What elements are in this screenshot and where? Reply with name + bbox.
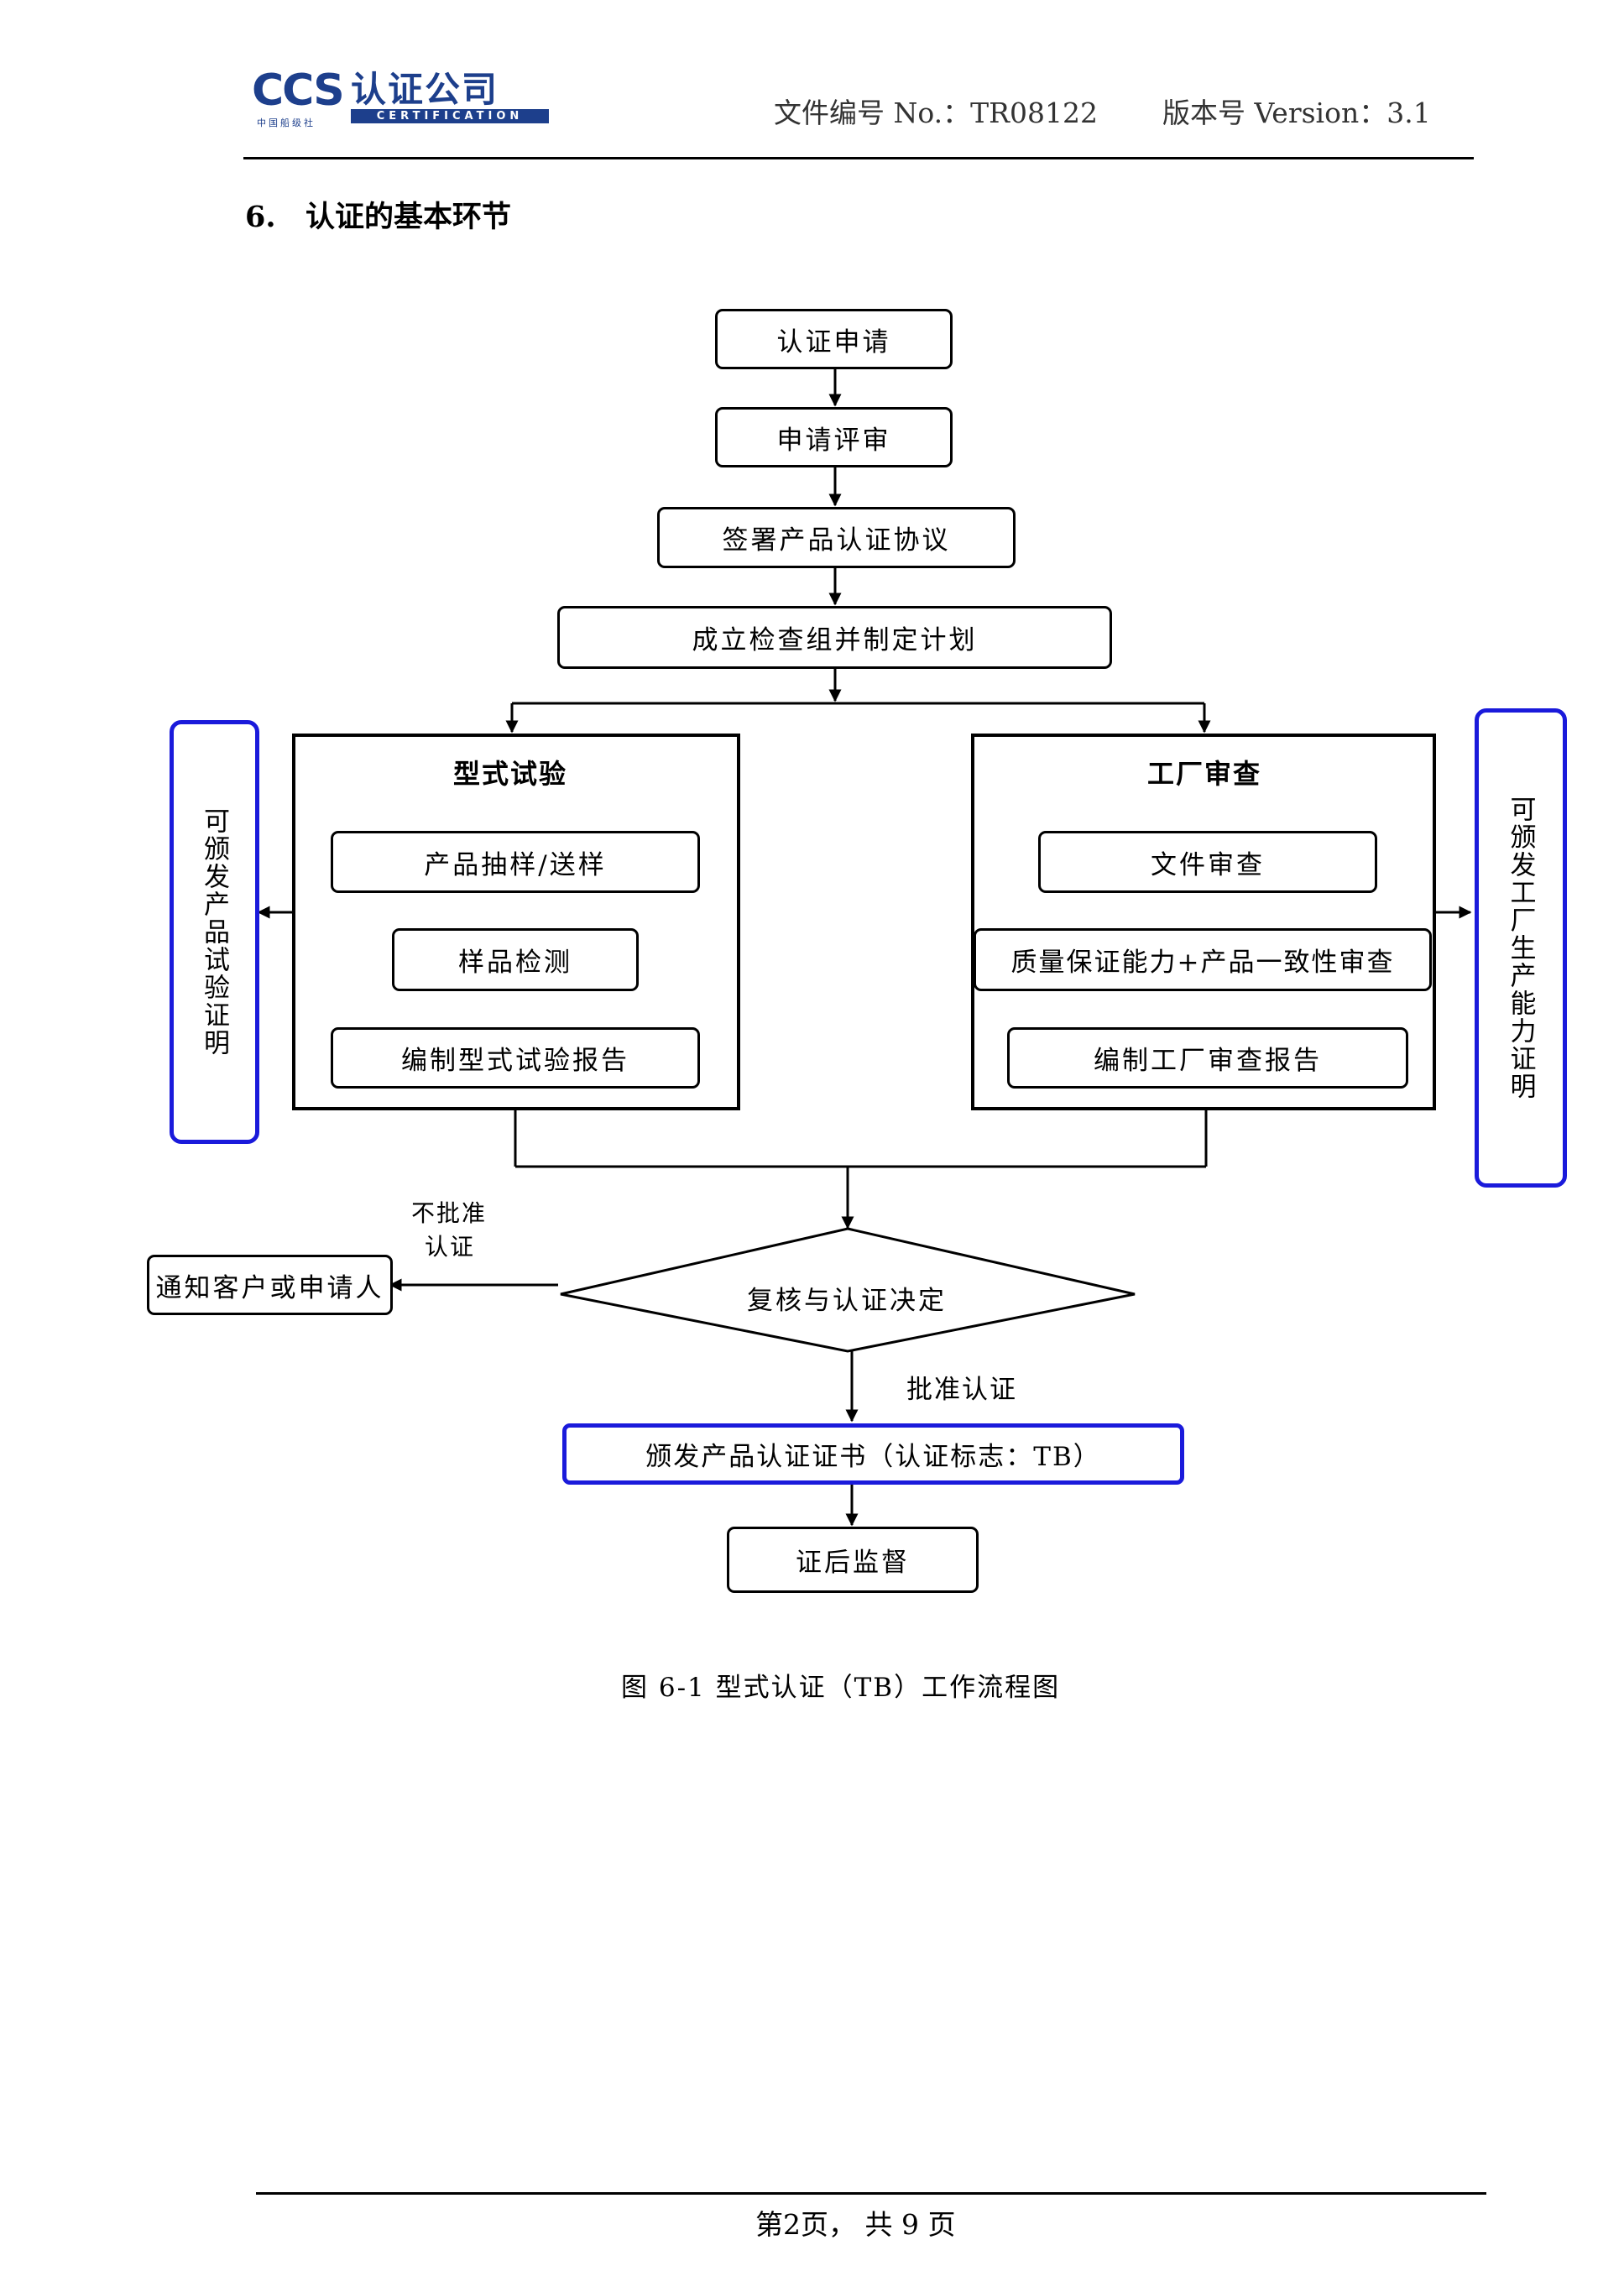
- factory-audit-title: 工厂审查: [1147, 758, 1262, 790]
- document-number: 文件编号 No.：TR08122: [774, 97, 1098, 129]
- factory-audit-item-docs: 文件审查: [1038, 831, 1377, 893]
- step-form-team-plan: 成立检查组并制定计划: [557, 606, 1112, 669]
- step-sign-agreement: 签署产品认证协议: [657, 507, 1016, 568]
- decision-diamond: [560, 1227, 1136, 1353]
- page-number: 第2页， 共 9 页: [755, 2208, 956, 2241]
- section-title: 认证的基本环节: [305, 200, 512, 234]
- section-number: 6.: [245, 200, 276, 234]
- factory-audit-item-report: 编制工厂审查报告: [1007, 1027, 1408, 1089]
- footer-rule: [256, 2192, 1486, 2195]
- logo-ccs-text: CCS: [252, 65, 345, 116]
- section-heading: 6. 认证的基本环节: [245, 193, 511, 236]
- reject-label-line1: 不批准: [411, 1199, 488, 1227]
- ccs-logo: CCS 认证公司 CERTIFICATION 中国船级社: [252, 65, 554, 128]
- logo-cn-text: 认证公司: [351, 69, 499, 110]
- header-rule: [243, 157, 1474, 159]
- type-test-item-sampling: 产品抽样/送样: [331, 831, 700, 893]
- factory-audit-item-quality: 质量保证能力+产品一致性审查: [974, 928, 1432, 991]
- factory-capability-certificate-note: 可颁发工厂生产能力证明: [1475, 708, 1567, 1188]
- logo-sub-text: 中国船级社: [257, 117, 316, 128]
- document-version: 版本号 Version：3.1: [1162, 97, 1431, 129]
- decision-label: 复核与认证决定: [747, 1286, 947, 1316]
- certificate-issue-box: 颁发产品认证证书（认证标志：TB）: [562, 1423, 1184, 1485]
- step-application-review: 申请评审: [715, 407, 953, 467]
- notify-applicant-box: 通知客户或申请人: [147, 1255, 393, 1315]
- type-test-item-inspection: 样品检测: [392, 928, 639, 991]
- approve-label: 批准认证: [906, 1375, 1017, 1405]
- post-cert-surveillance-box: 证后监督: [727, 1527, 979, 1593]
- figure-caption: 图 6-1 型式认证（TB）工作流程图: [621, 1673, 1061, 1703]
- reject-label-line2: 认证: [425, 1233, 476, 1261]
- type-test-item-report: 编制型式试验报告: [331, 1027, 700, 1089]
- type-test-title: 型式试验: [453, 758, 568, 790]
- logo-en-bar: CERTIFICATION: [351, 109, 549, 123]
- product-test-certificate-note: 可颁发产品试验证明: [170, 720, 259, 1144]
- step-application: 认证申请: [715, 309, 953, 369]
